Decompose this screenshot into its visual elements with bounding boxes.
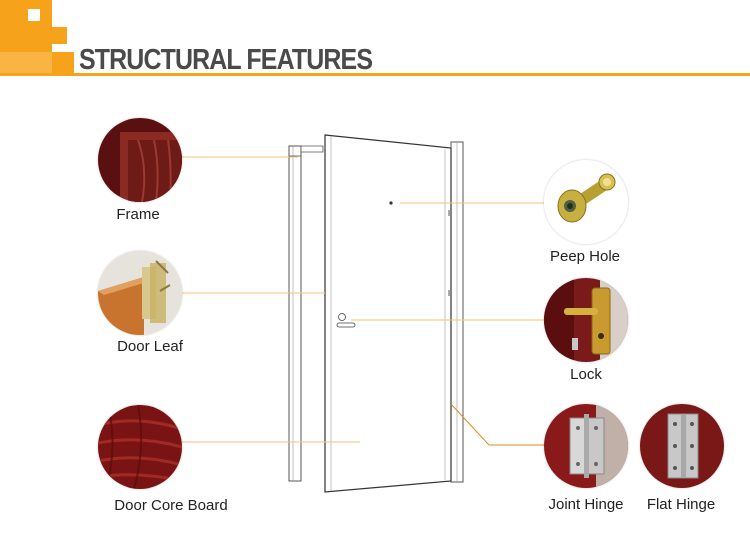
peephole-viewer-icon (544, 160, 628, 244)
accent-square-mid (52, 27, 67, 44)
flat-hinge-label: Flat Hinge (646, 496, 716, 513)
flat-hinge-icon (640, 404, 724, 488)
accent-square-large (0, 0, 52, 52)
door-core-board-label: Door Core Board (114, 497, 228, 514)
peep-hole-photo (544, 160, 628, 244)
frame-photo (98, 118, 182, 202)
lock-mark (336, 313, 356, 328)
accent-square-corner (0, 52, 52, 74)
page-title: STRUCTURAL FEATURES (79, 44, 373, 76)
joint-hinge-icon (544, 404, 628, 488)
joint-hinge-label: Joint Hinge (548, 496, 624, 513)
door-frame-left (288, 145, 324, 482)
frame-wood-icon (98, 118, 182, 202)
door-leaf-panel (324, 134, 452, 493)
flat-hinge-photo (640, 404, 724, 488)
lock-handle-icon (544, 278, 628, 362)
accent-square-top (28, 9, 40, 21)
lock-label: Lock (570, 366, 602, 383)
header-banner: STRUCTURAL FEATURES (0, 0, 750, 80)
joint-hinge-photo (544, 404, 628, 488)
door-leaf-cutaway-icon (98, 251, 182, 335)
door-leaf-label: Door Leaf (117, 338, 183, 355)
peep-hole-mark (389, 201, 393, 205)
frame-label: Frame (116, 206, 160, 223)
core-board-wood-icon (98, 405, 182, 489)
lock-photo (544, 278, 628, 362)
door-leaf-photo (98, 251, 182, 335)
door-frame-right (450, 141, 464, 483)
peep-hole-label: Peep Hole (549, 248, 621, 265)
header-rule (0, 73, 750, 76)
accent-square-bottom (52, 52, 74, 74)
door-core-board-photo (98, 405, 182, 489)
leader-lines (182, 156, 544, 446)
